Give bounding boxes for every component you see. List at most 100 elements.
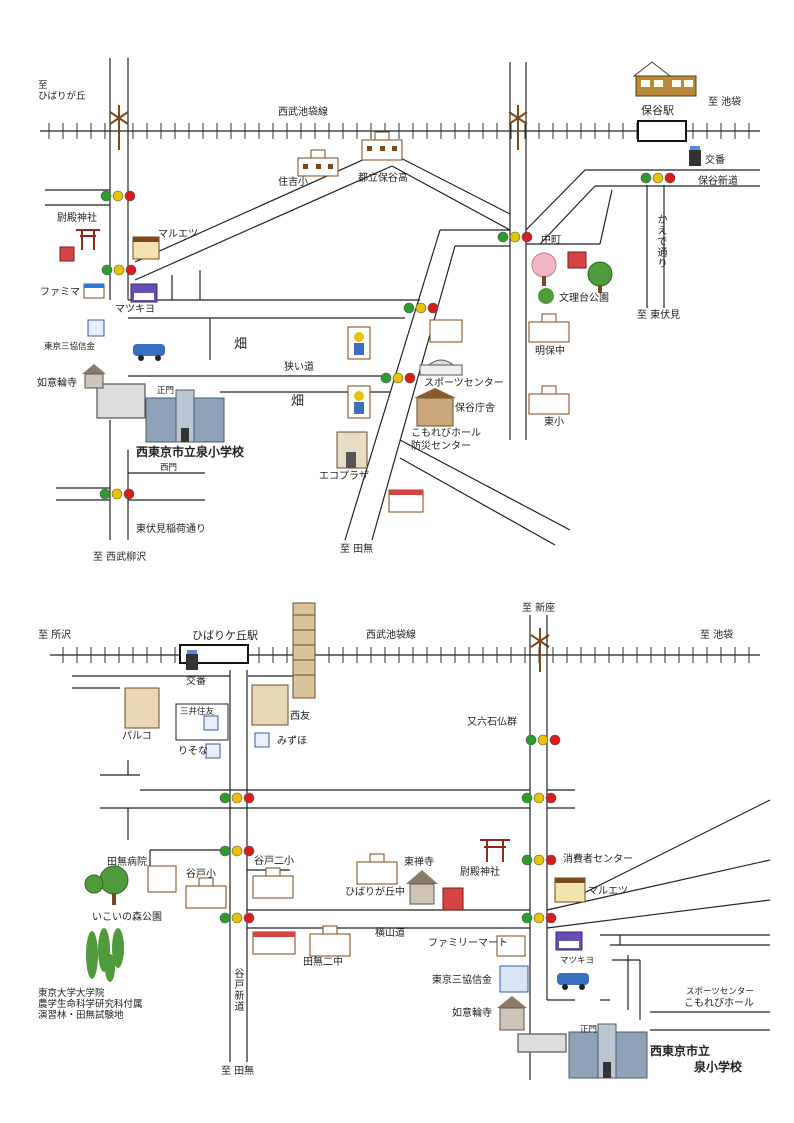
city-office-icon (414, 388, 456, 427)
school-building-icon (528, 385, 570, 415)
izumi-school-icon (145, 389, 225, 443)
bottom-map-icons (84, 602, 648, 1079)
label-tanashi-ni: 田無二中 (303, 957, 343, 968)
school-building-icon (185, 877, 227, 909)
tree-icon (84, 865, 129, 905)
label-nishimon: 西門 (160, 463, 178, 473)
car-icon (133, 344, 165, 361)
label-seimon: 正門 (157, 386, 175, 396)
label-yato-ni: 谷戸二小 (254, 856, 294, 867)
label-familymart: ファミリーマート (428, 938, 508, 949)
top-map (40, 58, 760, 546)
label-sumiyoshi: 住吉小 (278, 177, 308, 188)
temple-icon (406, 870, 438, 905)
label-line-name: 西武池袋線 (366, 630, 416, 641)
mailbox-icon (59, 246, 75, 262)
koban-icon (186, 650, 198, 670)
hospital-icon (147, 865, 177, 893)
bank-icon (203, 715, 219, 731)
izumi-school-icon (568, 1023, 648, 1079)
car-icon (557, 973, 589, 990)
supermarket-icon (132, 236, 160, 260)
label-yokoyama: 横山道 (375, 928, 405, 939)
school-building-icon (252, 867, 294, 899)
label-to-seibuyagisawa: 至 西武柳沢 (93, 552, 147, 563)
railway-bottom (50, 647, 760, 663)
label-hatake-1: 畑 (234, 337, 248, 352)
label-nyoirinji: 如意輪寺 (452, 1008, 492, 1019)
label-ikoi: いこいの森公園 (92, 912, 162, 923)
road (391, 165, 511, 231)
label-hatake-2: 畑 (291, 394, 305, 409)
railway-crossing-icon (109, 105, 528, 150)
label-seiyu: 西友 (290, 711, 310, 722)
label-to-hibarigaoka: 至 ひばりが丘 (38, 80, 86, 102)
mailbox-icon (442, 887, 464, 911)
label-koban: 交番 (186, 676, 206, 687)
label-toshinji: 東禅寺 (404, 857, 434, 868)
label-bunridai: 文理台公園 (559, 293, 609, 304)
label-station: 保谷駅 (641, 104, 674, 117)
shop-icon (429, 319, 463, 343)
sumitomo-box (175, 703, 229, 741)
label-to-higashifushimi: 至 東伏見 (637, 310, 681, 321)
forest-icon (86, 928, 124, 982)
label-consumer: 消費者センター (563, 854, 633, 865)
koban-icon (689, 146, 701, 166)
label-to-tokorozawa: 至 所沢 (38, 630, 72, 641)
supermarket-icon (554, 877, 586, 903)
school-building-icon (309, 925, 351, 957)
traffic-signals-top (99, 172, 676, 500)
label-higashi-sho: 東小 (544, 417, 564, 428)
road (599, 189, 613, 245)
label-shrine: 尉殿神社 (460, 867, 500, 878)
road (546, 899, 771, 929)
label-matsukiyo: マツキヨ (560, 956, 595, 966)
school-building-icon (361, 131, 403, 161)
drugstore-icon (130, 283, 158, 303)
farmer-sign-icon (347, 326, 371, 360)
overpass (517, 1033, 567, 1053)
label-komorebi: こもれびホール (684, 998, 754, 1009)
label-hoya-chosha: 保谷庁舎 (455, 403, 495, 414)
label-nyoirinji: 如意輪寺 (37, 378, 77, 389)
convenience-store-icon (496, 935, 526, 957)
shrine-gate-icon (76, 229, 100, 250)
label-higashifushimi-inari: 東伏見稲荷通り (136, 524, 206, 535)
sports-center-icon (419, 359, 463, 376)
bank-icon (87, 319, 105, 337)
label-school-b: 泉小学校 (694, 1060, 743, 1074)
label-line-name: 西武池袋線 (278, 107, 328, 118)
road (539, 185, 596, 245)
road (525, 169, 586, 231)
label-tokyo-sankyo: 東京三協信金 (432, 975, 492, 986)
station-box (637, 120, 687, 142)
traffic-signals-bottom (219, 734, 561, 924)
gas-station-icon (252, 931, 296, 955)
bottom-map (50, 615, 771, 1080)
road (371, 245, 456, 541)
shrine-gate-icon (480, 839, 510, 862)
label-to-niiza: 至 新座 (522, 603, 556, 614)
drugstore-icon (555, 931, 583, 951)
label-tanashi-hosp: 田無病院 (107, 857, 147, 868)
label-to-ikebukuro: 至 池袋 (700, 630, 734, 641)
label-toritsu-hoya: 都立保谷高 (358, 173, 408, 184)
farmer-sign-icon (347, 385, 371, 419)
bank-icon (499, 965, 529, 993)
bank-icon (205, 743, 221, 759)
railway-crossing-icon (530, 628, 550, 672)
label-to-ikebukuro: 至 池袋 (708, 97, 742, 108)
label-yato-shindo: 谷戸新道 (232, 968, 243, 1012)
label-to-tanashi: 至 田無 (340, 544, 374, 555)
train-icon (632, 61, 697, 97)
label-parco: パルコ (122, 731, 152, 742)
label-school: 西東京市立泉小学校 (136, 445, 245, 459)
school-building-icon (356, 853, 398, 885)
school-building-icon (297, 149, 339, 177)
label-maruetsu: マルエツ (158, 229, 198, 240)
label-mataroku: 又六石仏群 (467, 717, 517, 728)
parco-building-icon (124, 687, 160, 729)
school-building-icon (528, 313, 570, 343)
